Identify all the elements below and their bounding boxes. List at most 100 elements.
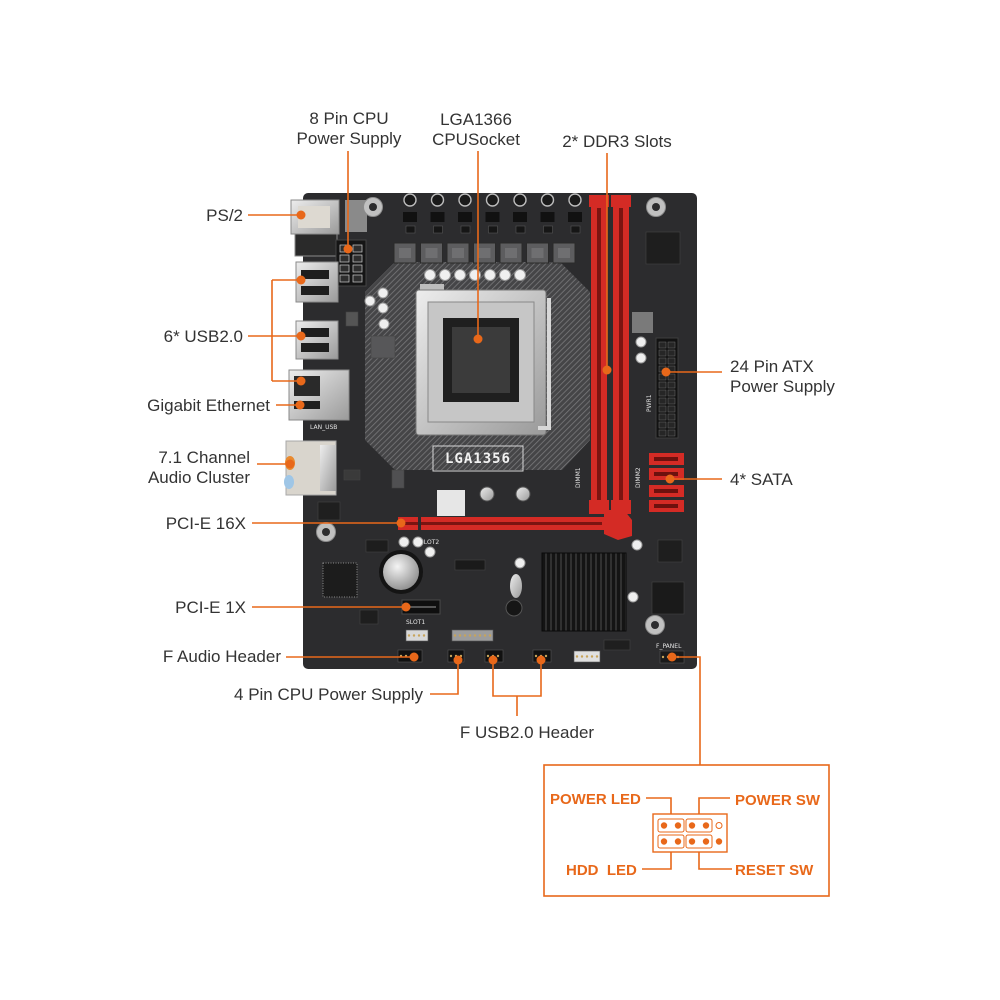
header-pin [463, 634, 467, 637]
power-pin [658, 405, 667, 413]
label-socket-line1: LGA1366 [440, 110, 512, 129]
capacitor-white [377, 302, 389, 314]
io-block [345, 200, 367, 232]
callout-dot [602, 365, 612, 375]
ic-chip [345, 311, 359, 327]
audio-jack-blue [284, 475, 294, 489]
slot1-silk: SLOT1 [406, 619, 425, 626]
ic-chip [370, 335, 396, 359]
capacitor-white [364, 295, 376, 307]
pin-header [405, 629, 429, 642]
mosfet-small [570, 225, 581, 234]
sata-ports [649, 453, 684, 512]
ic-chip [454, 559, 486, 571]
fp-pin [674, 838, 682, 845]
fp-pin-pair [657, 834, 685, 849]
power-pin [667, 397, 676, 405]
mosfet-small [460, 225, 471, 234]
fp-leader-power-sw [698, 797, 730, 814]
mounting-hole-center [651, 621, 659, 629]
header-pin [458, 634, 462, 637]
solid-capacitor [403, 193, 417, 207]
callout-dot [665, 474, 675, 484]
mounting-hole-center [322, 528, 330, 536]
ps2-face [298, 206, 330, 228]
capacitor-white [635, 336, 647, 348]
pcie-x16-slot [398, 510, 632, 540]
callouts: 8 Pin CPU Power Supply LGA1366 CPUSocket… [147, 109, 835, 765]
power-pin [667, 405, 676, 413]
power-pin [658, 381, 667, 389]
label-atx-line1: 24 Pin ATX [730, 357, 814, 376]
usb-port [301, 343, 329, 352]
power-pin [658, 421, 667, 429]
crystal-oscillator [510, 574, 522, 598]
header-pin [580, 655, 584, 658]
ic-chip [603, 639, 631, 651]
label-f-usb: F USB2.0 Header [460, 723, 595, 742]
motherboard: LGA1356 LAN_USB [284, 193, 697, 669]
cpu-socket [415, 284, 551, 436]
socket-label-frame [432, 445, 524, 472]
mosfet-small [543, 225, 553, 234]
power-pin [667, 413, 676, 421]
mosfet [403, 212, 417, 222]
solid-capacitor [485, 193, 500, 207]
sata-port-slot [654, 457, 678, 461]
fp-leader-hdd-led [642, 852, 672, 870]
fp-pin [660, 838, 668, 845]
header-pin [496, 654, 500, 658]
power-pin [658, 357, 667, 365]
ic-chip [317, 501, 341, 521]
capacitor-white [499, 269, 511, 281]
choke-top [531, 248, 544, 258]
callout-dots [285, 210, 677, 665]
fp-header-outline [652, 813, 728, 853]
choke-top [452, 248, 464, 258]
fp-pin [688, 822, 696, 829]
mosfet-small [515, 225, 526, 234]
fp-pin [688, 838, 696, 845]
power-pin [352, 274, 363, 283]
mosfet [485, 212, 500, 222]
fp-pin [715, 838, 723, 845]
chipset-heatsink [541, 552, 627, 632]
power-pin [667, 357, 676, 365]
header-pin [595, 655, 599, 658]
label-atx-line2: Power Supply [730, 377, 835, 396]
power-pin [667, 429, 676, 437]
power-pin [352, 264, 363, 273]
fp-pin [702, 838, 710, 845]
power-pin [658, 397, 667, 405]
cmos-battery [383, 554, 419, 590]
dimm-groove [597, 208, 601, 502]
capacitor-white [514, 269, 526, 281]
header-pin [483, 634, 487, 637]
pcie-x16-groove [402, 522, 602, 525]
label-ps2: PS/2 [206, 206, 243, 225]
pcie-x16-latch [604, 510, 632, 540]
power-pin [658, 341, 667, 349]
callout-dot [296, 331, 306, 341]
header-pin [468, 634, 472, 637]
board-components [316, 197, 685, 651]
callout-dot [285, 459, 295, 469]
mosfet [540, 212, 555, 222]
header-pin [575, 655, 579, 658]
header-pin [412, 634, 416, 637]
fp-pin [702, 822, 710, 829]
lan-usb-silk: LAN_USB [310, 424, 337, 431]
callout-dot [661, 367, 671, 377]
capacitor-white [378, 318, 390, 330]
power-pin [658, 389, 667, 397]
header-pin [534, 654, 538, 658]
label-pcie16: PCI-E 16X [166, 514, 246, 533]
power-pin [667, 341, 676, 349]
power-pin [339, 274, 350, 283]
front-panel-box [543, 764, 830, 897]
label-cpu-8pin-line1: 8 Pin CPU [309, 109, 388, 128]
capacitor-white [412, 536, 424, 548]
power-pin [339, 264, 350, 273]
header-pin [422, 634, 426, 637]
fp-pin [674, 822, 682, 829]
